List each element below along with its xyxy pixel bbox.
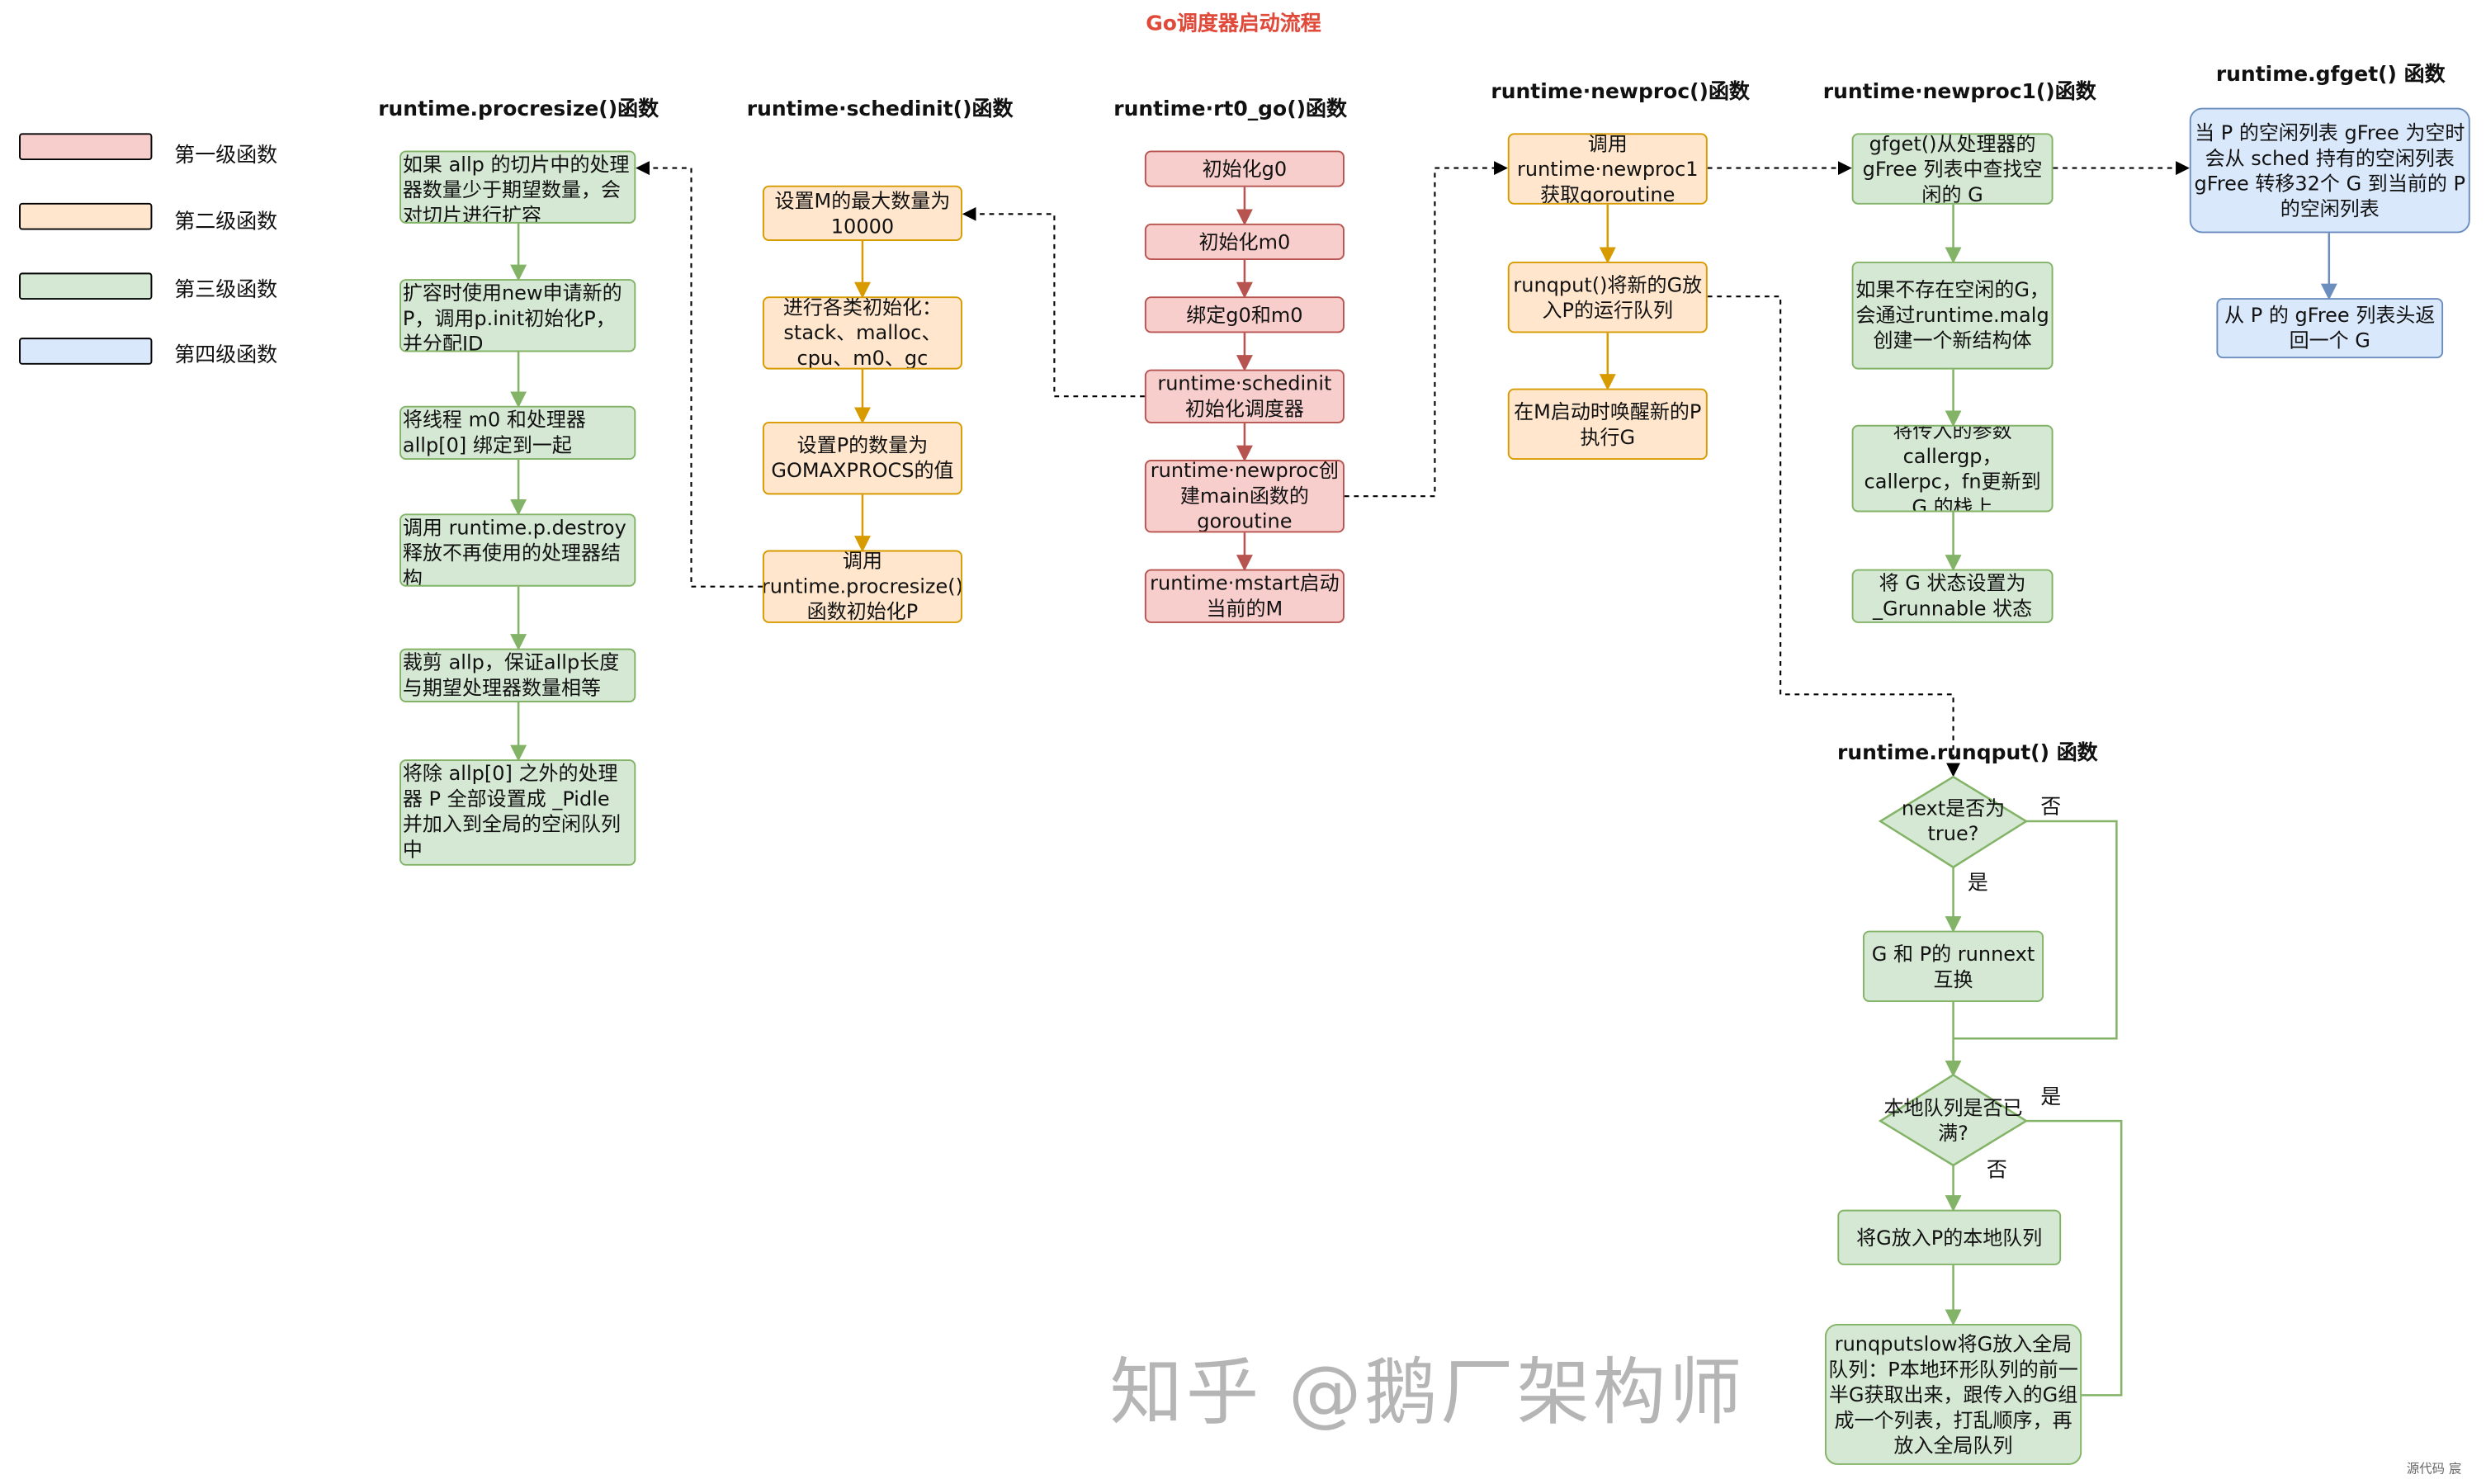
gfget-node-1: 当 P 的空闲列表 gFree 为空时会从 sched 持有的空闲列表 gFre… bbox=[2189, 107, 2470, 234]
header-gfget: runtime.gfget() 函数 bbox=[2215, 63, 2446, 87]
newproc-node-1: 调用runtime·newproc1获取goroutine bbox=[1507, 133, 1708, 205]
decision-next-true bbox=[1878, 775, 2029, 869]
header-rt0-go: runtime·rt0_go()函数 bbox=[1113, 98, 1347, 122]
procresize-node-4: 调用 runtime.p.destroy 释放不再使用的处理器结构 bbox=[399, 513, 636, 587]
diagram-title: Go调度器启动流程 bbox=[1146, 12, 1321, 37]
legend-label-level2: 第二级函数 bbox=[174, 210, 278, 235]
header-newproc: runtime·newproc()函数 bbox=[1491, 80, 1750, 105]
branch-no-1: 否 bbox=[2040, 796, 2062, 820]
schedinit-node-3: 设置P的数量为GOMAXPROCS的值 bbox=[762, 421, 962, 495]
legend-swatch-level2 bbox=[19, 202, 153, 230]
legend-label-level1: 第一级函数 bbox=[174, 144, 278, 168]
rt0-go-node-6: runtime·mstart启动当前的M bbox=[1144, 569, 1345, 623]
runqput-swap-runnext: G 和 P的 runnext 互换 bbox=[1863, 930, 2044, 1003]
legend-label-level4: 第四级函数 bbox=[174, 343, 278, 368]
branch-no-2: 否 bbox=[1986, 1159, 2007, 1183]
branch-yes-1: 是 bbox=[1967, 872, 1988, 896]
schedinit-node-1: 设置M的最大数量为10000 bbox=[762, 185, 962, 241]
procresize-node-5: 裁剪 allp，保证allp长度与期望处理器数量相等 bbox=[399, 648, 636, 702]
legend-swatch-level3 bbox=[19, 272, 153, 300]
legend-swatch-level1 bbox=[19, 133, 153, 161]
header-schedinit: runtime·schedinit()函数 bbox=[746, 98, 1014, 122]
runqput-local-queue: 将G放入P的本地队列 bbox=[1837, 1209, 2062, 1265]
newproc1-node-4: 将 G 状态设置为_Grunnable 状态 bbox=[1851, 569, 2054, 623]
rt0-go-node-3: 绑定g0和m0 bbox=[1144, 296, 1345, 333]
legend-swatch-level4 bbox=[19, 338, 153, 365]
rt0-go-node-2: 初始化m0 bbox=[1144, 223, 1345, 261]
branch-yes-2: 是 bbox=[2040, 1085, 2062, 1110]
newproc1-node-2: 如果不存在空闲的G，会通过runtime.malg 创建一个新结构体 bbox=[1851, 261, 2054, 370]
decision-local-queue-full-label: 本地队列是否已满? bbox=[1883, 1095, 2023, 1145]
procresize-node-6: 将除 allp[0] 之外的处理器 P 全部设置成 _Pidle 并加入到全局的… bbox=[399, 759, 636, 866]
decision-next-true-label: next是否为true? bbox=[1901, 796, 2006, 845]
rt0-go-node-5: runtime·newproc创建main函数的goroutine bbox=[1144, 460, 1345, 533]
corner-caption: 源代码 宸 bbox=[2406, 1462, 2462, 1477]
legend-label-level3: 第三级函数 bbox=[174, 279, 278, 303]
procresize-node-1: 如果 allp 的切片中的处理器数量少于期望数量，会对切片进行扩容 bbox=[399, 150, 636, 224]
decision-local-queue-full bbox=[1878, 1073, 2029, 1167]
rt0-go-node-4: runtime·schedinit初始化调度器 bbox=[1144, 369, 1345, 423]
schedinit-node-4: 调用runtime.procresize()函数初始化P bbox=[762, 550, 962, 623]
procresize-node-3: 将线程 m0 和处理器 allp[0] 绑定到一起 bbox=[399, 405, 636, 461]
schedinit-node-2: 进行各类初始化：stack、malloc、cpu、m0、gc bbox=[762, 296, 962, 370]
newproc-node-2: runqput()将新的G放入P的运行队列 bbox=[1507, 261, 1708, 333]
runqput-slow-global-queue: runqputslow将G放入全局队列：P本地环形队列的前一半G获取出来，跟传入… bbox=[1824, 1323, 2082, 1465]
procresize-node-2: 扩容时使用new申请新的P，调用p.init初始化P，并分配ID bbox=[399, 279, 636, 352]
watermark: 知乎 @鹅厂架构师 bbox=[1109, 1349, 1746, 1435]
gfget-node-2: 从 P 的 gFree 列表头返回一个 G bbox=[2216, 298, 2444, 359]
rt0-go-node-1: 初始化g0 bbox=[1144, 150, 1345, 187]
newproc1-node-1: gfget()从处理器的gFree 列表中查找空闲的 G bbox=[1851, 133, 2054, 205]
newproc1-node-3: 将传入的参数callergp，callerpc，fn更新到 G 的栈上 bbox=[1851, 424, 2054, 513]
newproc-node-3: 在M启动时唤醒新的P执行G bbox=[1507, 388, 1708, 461]
header-procresize: runtime.procresize()函数 bbox=[378, 98, 659, 122]
header-newproc1: runtime·newproc1()函数 bbox=[1822, 80, 2096, 105]
header-runqput: runtime.runqput() 函数 bbox=[1837, 741, 2098, 766]
